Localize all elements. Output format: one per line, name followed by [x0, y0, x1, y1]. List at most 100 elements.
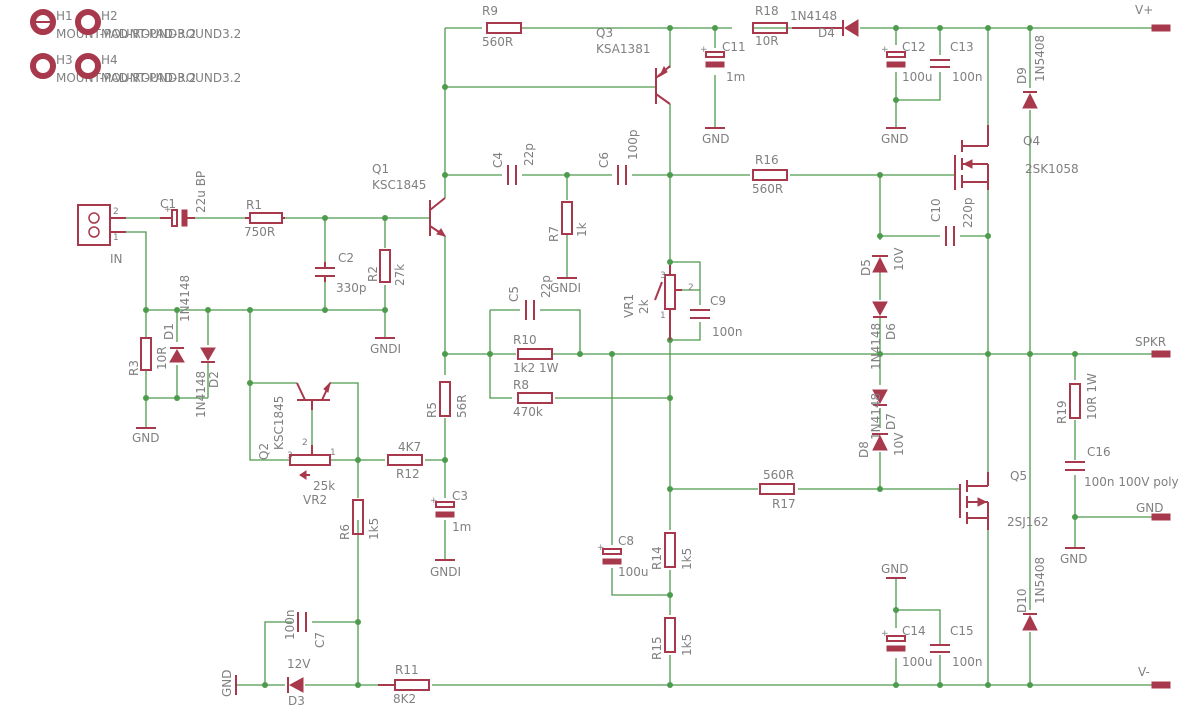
- svg-text:C5: C5: [507, 286, 521, 302]
- svg-text:+: +: [881, 45, 889, 55]
- svg-text:22p: 22p: [539, 275, 553, 298]
- svg-text:D8: D8: [857, 441, 871, 458]
- transistor-q2: Q2 KSC1845 2 3 1: [257, 381, 336, 461]
- svg-text:H1: H1: [56, 9, 73, 23]
- svg-text:1: 1: [113, 233, 119, 243]
- svg-text:KSA1381: KSA1381: [596, 42, 650, 56]
- svg-text:1k5: 1k5: [680, 548, 694, 570]
- svg-text:C6: C6: [597, 152, 611, 168]
- svg-text:D7: D7: [884, 413, 898, 430]
- diode-d10: D10 1N5408: [1015, 557, 1047, 631]
- svg-text:560R: 560R: [763, 468, 794, 482]
- capacitor-c16: C16 100n 100V poly: [1065, 445, 1179, 489]
- svg-text:1k: 1k: [575, 222, 589, 237]
- resistor-r14: R14 1k5: [650, 532, 694, 570]
- svg-text:MOUNT-PAD-ROUND3.2: MOUNT-PAD-ROUND3.2: [101, 71, 241, 85]
- resistor-r12: 4K7 R12: [387, 440, 423, 481]
- capacitor-c13: C13 100n: [930, 40, 983, 84]
- svg-text:C13: C13: [950, 40, 974, 54]
- svg-text:1m: 1m: [452, 520, 471, 534]
- junctions: [143, 25, 1078, 688]
- svg-text:GND: GND: [132, 431, 160, 445]
- svg-text:220p: 220p: [961, 197, 975, 228]
- svg-text:1N4148: 1N4148: [178, 275, 192, 322]
- svg-text:25k: 25k: [313, 479, 335, 493]
- svg-text:R14: R14: [650, 546, 664, 570]
- svg-text:100n: 100n: [952, 70, 983, 84]
- svg-text:22p: 22p: [522, 143, 536, 166]
- svg-text:+: +: [597, 543, 605, 553]
- svg-text:12V: 12V: [287, 657, 311, 671]
- svg-text:4K7: 4K7: [398, 440, 421, 454]
- svg-text:Q3: Q3: [596, 26, 613, 40]
- wires: [126, 27, 1152, 686]
- svg-text:+: +: [430, 496, 438, 506]
- input-connector: 2 1 IN: [77, 204, 126, 266]
- svg-text:+: +: [881, 629, 889, 639]
- svg-text:VR2: VR2: [303, 493, 327, 507]
- svg-text:10V: 10V: [892, 432, 906, 456]
- capacitor-c8: + C8 100u: [597, 534, 649, 579]
- svg-text:+: +: [164, 205, 172, 215]
- svg-text:R7: R7: [547, 226, 561, 242]
- resistor-r5: R5 56R: [425, 381, 469, 418]
- svg-text:R16: R16: [755, 153, 779, 167]
- svg-text:GND: GND: [220, 669, 234, 697]
- resistor-r18: R18 10R: [752, 4, 788, 48]
- svg-text:D6: D6: [884, 323, 898, 340]
- svg-text:3: 3: [660, 271, 666, 281]
- svg-text:C16: C16: [1087, 445, 1111, 459]
- svg-text:100u: 100u: [618, 565, 649, 579]
- svg-text:1m: 1m: [726, 70, 745, 84]
- svg-text:1N4148: 1N4148: [869, 393, 883, 440]
- capacitor-c11: + C11 1m: [700, 40, 746, 84]
- svg-text:R6: R6: [338, 524, 352, 540]
- svg-text:R12: R12: [396, 467, 420, 481]
- svg-text:D9: D9: [1015, 67, 1029, 84]
- svg-text:R3: R3: [127, 360, 141, 376]
- svg-text:C2: C2: [338, 251, 354, 265]
- svg-text:C14: C14: [902, 624, 926, 638]
- svg-text:750R: 750R: [244, 225, 275, 239]
- svg-text:Q2: Q2: [257, 443, 271, 460]
- svg-text:1k2 1W: 1k2 1W: [513, 361, 559, 375]
- svg-text:R17: R17: [772, 497, 796, 511]
- hole-h4: H4 MOUNT-PAD-ROUND3.2: [75, 53, 241, 85]
- svg-text:D10: D10: [1015, 588, 1029, 613]
- svg-text:+: +: [700, 45, 708, 55]
- svg-text:C10: C10: [929, 198, 943, 222]
- svg-text:R10: R10: [513, 333, 537, 347]
- svg-text:2SJ162: 2SJ162: [1007, 515, 1049, 529]
- svg-text:R11: R11: [395, 663, 419, 677]
- zener-d5: D5 10V: [859, 247, 906, 276]
- svg-text:10R: 10R: [755, 34, 779, 48]
- svg-text:GND: GND: [1136, 501, 1164, 515]
- svg-text:H2: H2: [101, 9, 118, 23]
- svg-text:1N5408: 1N5408: [1033, 557, 1047, 604]
- svg-text:100n 100V poly: 100n 100V poly: [1084, 475, 1179, 489]
- svg-text:C9: C9: [710, 294, 726, 308]
- diode-d1: D1 1N4148: [162, 275, 192, 363]
- svg-text:1: 1: [330, 448, 336, 458]
- svg-text:2k: 2k: [637, 299, 651, 314]
- svg-text:1N4148: 1N4148: [790, 9, 837, 23]
- svg-text:470k: 470k: [513, 405, 543, 419]
- svg-text:KSC1845: KSC1845: [272, 396, 286, 450]
- svg-text:GND: GND: [1060, 552, 1088, 566]
- svg-text:C4: C4: [491, 152, 505, 168]
- resistor-r17: 560R R17: [759, 468, 796, 511]
- svg-text:100n: 100n: [712, 325, 743, 339]
- svg-text:R15: R15: [650, 636, 664, 660]
- mosfet-q5: Q5 2SJ162: [959, 469, 1049, 530]
- svg-text:560R: 560R: [482, 35, 513, 49]
- svg-text:R19: R19: [1055, 400, 1069, 424]
- svg-text:Q4: Q4: [1023, 134, 1040, 148]
- svg-text:C15: C15: [950, 624, 974, 638]
- svg-text:1N4148: 1N4148: [869, 323, 883, 370]
- svg-text:VR1: VR1: [622, 294, 636, 318]
- mosfet-q4: Q4 2SK1058: [954, 125, 1079, 190]
- svg-text:H3: H3: [56, 53, 73, 67]
- capacitor-c10: C10 220p: [929, 197, 975, 246]
- capacitor-c7: C7 100n: [283, 609, 327, 648]
